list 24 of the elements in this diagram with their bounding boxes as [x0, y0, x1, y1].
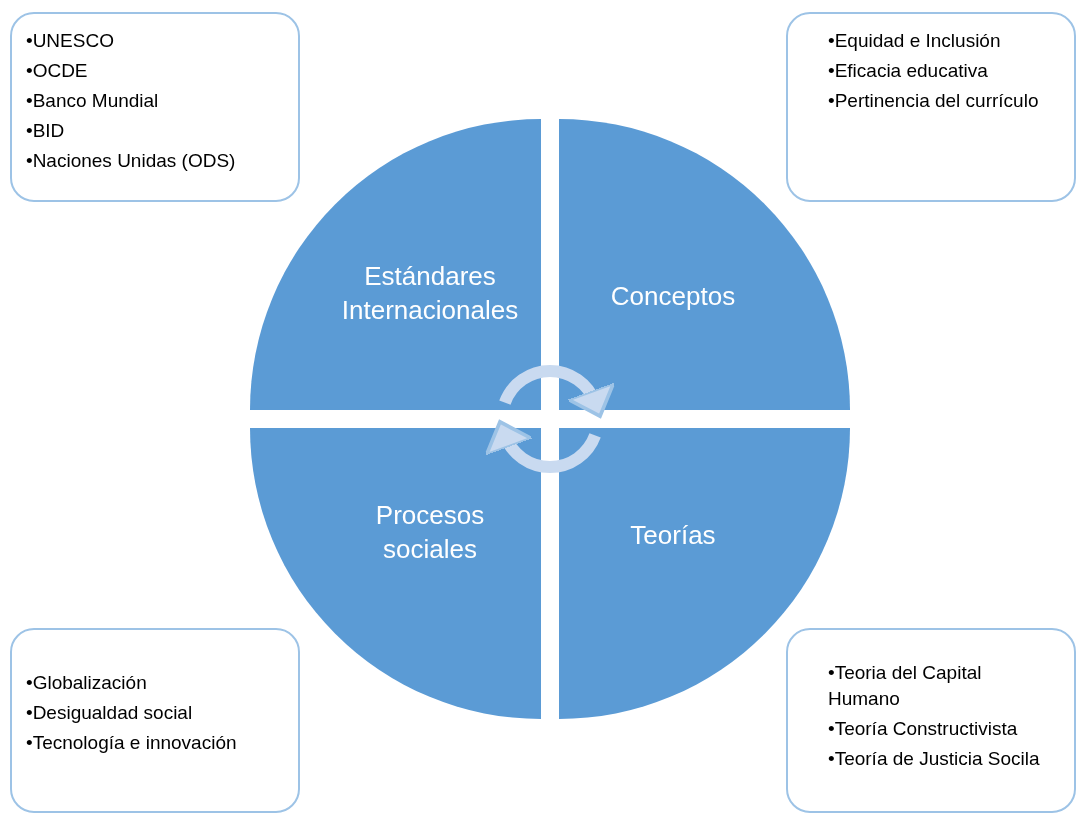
bullet-item: •Globalización [26, 671, 148, 695]
bullet-item: •OCDE [26, 59, 89, 83]
quadrant-title: Conceptos [609, 280, 737, 313]
text-box [786, 628, 1076, 813]
bullet-item: •Teoria del Capital Humano [828, 661, 983, 711]
bullet-item: •Tecnología e innovación [26, 731, 238, 755]
bullet-item: •Pertinencia del currículo [828, 89, 1040, 113]
bullet-item: •UNESCO [26, 29, 115, 53]
text-box [10, 628, 300, 813]
bullet-item: •Teoría de Justicia Socila [828, 747, 1041, 771]
bullet-item: •Naciones Unidas (ODS) [26, 149, 237, 173]
bullet-item: •Teoría Constructivista [828, 717, 1019, 741]
bullet-item: •Banco Mundial [26, 89, 160, 113]
quadrant-title: Estándares Internacionales [340, 260, 520, 327]
bullet-item: •BID [26, 119, 66, 143]
text-box [10, 12, 300, 202]
bullet-item: •Equidad e Inclusión [828, 29, 1002, 53]
curved-arrow [485, 420, 601, 473]
text-box [786, 12, 1076, 202]
quadrant-title: Teorías [629, 519, 717, 552]
bullet-item: •Eficacia educativa [828, 59, 989, 83]
bullet-item: •Desigualdad social [26, 701, 194, 725]
curved-arrow [499, 365, 615, 418]
quadrant-title: Procesos sociales [374, 499, 486, 566]
